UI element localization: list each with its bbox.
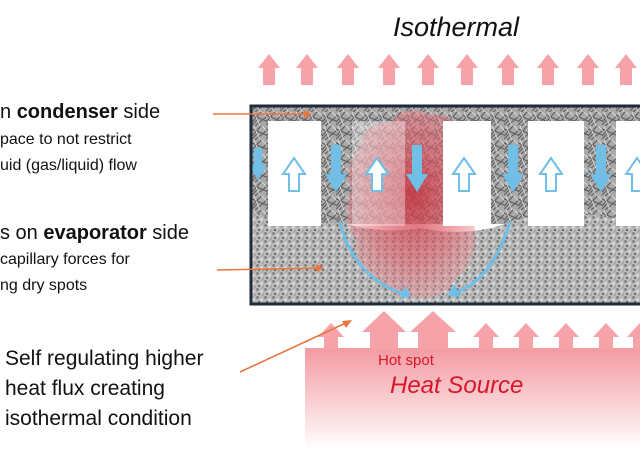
heat-out-arrow-icon [537,54,559,85]
self-regulating-line2: heat flux creating [5,377,165,400]
heat-out-arrow-icon [337,54,359,85]
heat-in-arrow-icon [593,323,619,350]
evaporator-label-prefix: s on [0,222,44,244]
condenser-label-line1: n condenser side [0,99,160,125]
heat-in-arrow-icon [410,311,456,350]
self-regulating-line3: isothermal condition [5,407,192,430]
heat-in-arrow-icon [473,323,499,350]
condenser-label-line2: pace to not restrict [0,131,132,148]
vapor-up-arrow-icon [281,156,307,192]
heat-out-arrow-icon [258,54,280,85]
heat-in-arrow-icon [318,323,344,350]
heat-in-arrow-icon [627,323,640,350]
evaporator-label-suffix: side [146,222,189,244]
self-regulating-label: Self regulating higher heat flux creatin… [5,344,203,434]
hot-spot-label: Hot spot [378,352,434,369]
heat-source-label: Heat Source [390,372,524,399]
heat-in-arrow-icon [553,323,579,350]
evaporator-label-line3: ng dry spots [0,277,88,294]
liquid-down-arrow-icon [249,148,267,180]
heat-out-arrow-icon [378,54,400,85]
heat-out-arrow-icon [296,54,318,85]
vapor-up-arrow-icon [364,156,390,192]
heat-source-block [305,311,640,450]
liquid-down-arrow-icon [325,145,347,192]
self-regulating-pointer-line [239,321,349,373]
chamber-border [249,104,640,306]
heat-out-arrow-icon [615,54,637,85]
condenser-label-line3: uid (gas/liquid) flow [0,157,137,174]
self-regulating-line1: Self regulating higher [5,347,204,370]
condenser-label-bold: condenser [16,101,118,123]
capillary-arrowhead-icon [400,286,412,299]
evaporator-pointer-arrowhead-icon [316,264,324,272]
heat-out-arrow-icon [456,54,478,85]
condenser-label-prefix: n [0,101,17,123]
heat-in-arrow-icon [513,323,539,350]
evaporator-label-line2: capillary forces for [0,251,130,268]
liquid-down-arrow-icon [406,145,428,192]
condenser-label-suffix: side [117,101,161,123]
vapor-up-arrow-icon [538,156,564,192]
heat-out-arrow-icon [417,54,439,85]
heat-out-arrow-icon [497,54,519,85]
liquid-down-arrow-icon [590,145,612,192]
heat-source-body [305,348,640,450]
self-regulating-pointer-arrowhead-icon [342,320,352,328]
evaporator-pointer-line [216,267,321,271]
capillary-flow-arc [457,221,512,294]
vapor-up-arrow-icon [451,156,477,192]
isothermal-arrows [258,54,637,85]
vapor-up-arrow-icon [624,156,640,192]
isothermal-title: Isothermal [393,12,520,42]
condenser-pointer-arrowhead-icon [304,110,312,118]
heat-out-arrow-icon [577,54,599,85]
heat-in-arrow-icon [362,311,406,350]
capillary-flow-arc [338,221,403,296]
evaporator-label-line1: s on evaporator side [0,220,189,246]
evaporator-label-bold: evaporator [43,222,147,244]
heat-pipe-chamber [249,104,640,306]
capillary-arrowhead-icon [448,284,461,297]
liquid-down-arrow-icon [502,145,524,192]
